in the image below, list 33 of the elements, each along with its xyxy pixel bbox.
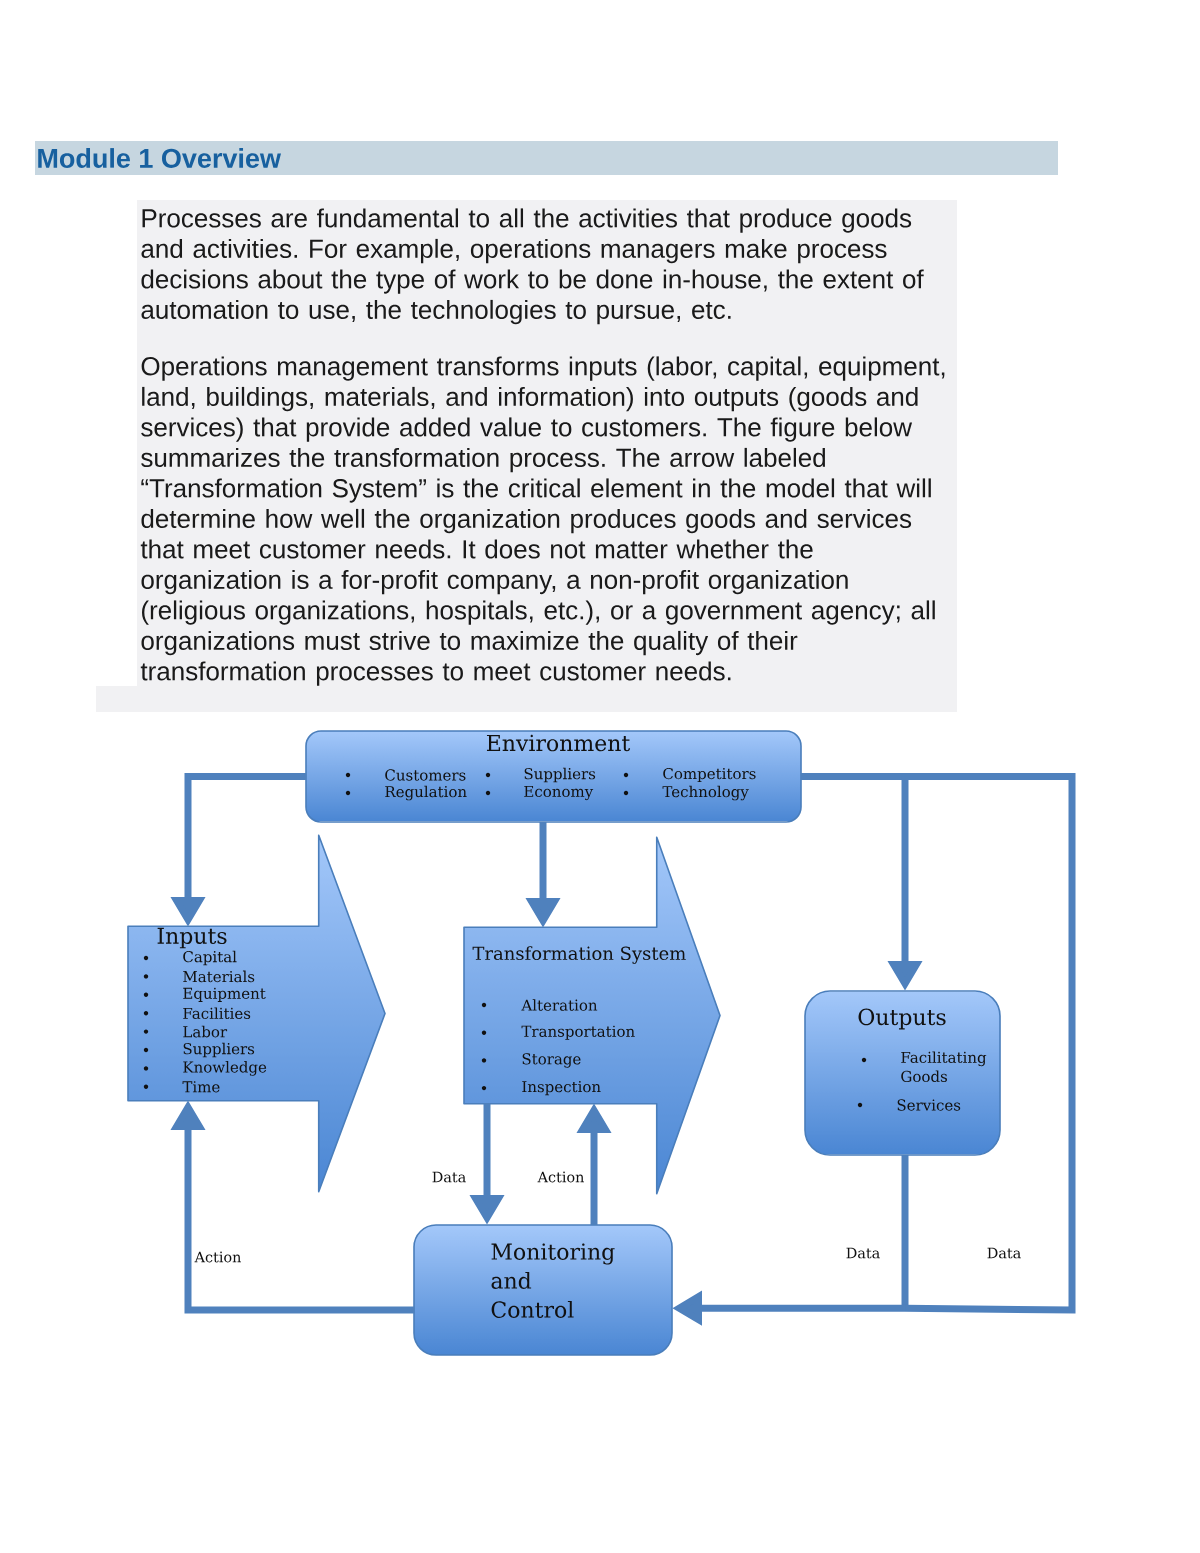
edge-label: Action (194, 1251, 241, 1263)
list-item: Suppliers (524, 767, 596, 783)
node-title: Inputs (157, 927, 227, 949)
list-item: Alteration (521, 999, 598, 1011)
edge-label: Data (846, 1247, 880, 1259)
paragraph: Processes are fundamental to all the activities that produce goods and activities. For example, operations managers make process decisions about the type of work to be done in-house, the extent of automation to use, the technologies to pursue, etc. (141, 208, 924, 325)
list-item: Equipment (183, 987, 266, 1002)
list-item: Technology (662, 785, 749, 801)
heading-bar: Module 1 Overview (35, 141, 1058, 175)
list-item: Facilitating Goods (901, 1051, 987, 1083)
paragraph: Operations management transforms inputs (labor, capital, equipment, land, buildings, materials, and information) into outputs (goods and services) that provide added value to customers. The figure below summarizes the transformation process. The arrow labeled “Transformation System” is the critical element in the model that will determine how well the organization produces goods and services that meet customer needs. It does not matter whether the organization is a for-profit company, a non-profit organization (religious organizations, hospitals, etc.), or a government agency; all organizations must strive to maximize the quality of their transformation processes to meet customer needs. (140, 356, 945, 686)
list-item: Storage (522, 1053, 581, 1068)
edge-label: Data (987, 1247, 1021, 1259)
node-title: Environment (486, 734, 631, 752)
node-title: Outputs (858, 1008, 946, 1030)
edge-label: Data (432, 1171, 466, 1183)
list-item: Knowledge (183, 1061, 267, 1076)
list-item: Suppliers (183, 1042, 255, 1058)
list-item: Competitors (663, 767, 756, 783)
list-item: Regulation (385, 785, 467, 801)
list-item: Inspection (522, 1081, 601, 1096)
list-item: Facilities (183, 1007, 251, 1019)
list-item: Economy (524, 785, 594, 801)
list-item: Labor (183, 1025, 228, 1038)
list-item: Customers (385, 769, 466, 781)
list-item: Services (897, 1099, 961, 1111)
node-title: Monitoring and Control (491, 1243, 615, 1318)
list-item: Time (182, 1081, 220, 1093)
list-item: Transportation (521, 1025, 635, 1040)
node-title: Transformation System (472, 946, 686, 964)
list-item: Capital (183, 950, 237, 966)
edge-label: Action (537, 1171, 584, 1183)
list-item: Materials (183, 970, 255, 983)
